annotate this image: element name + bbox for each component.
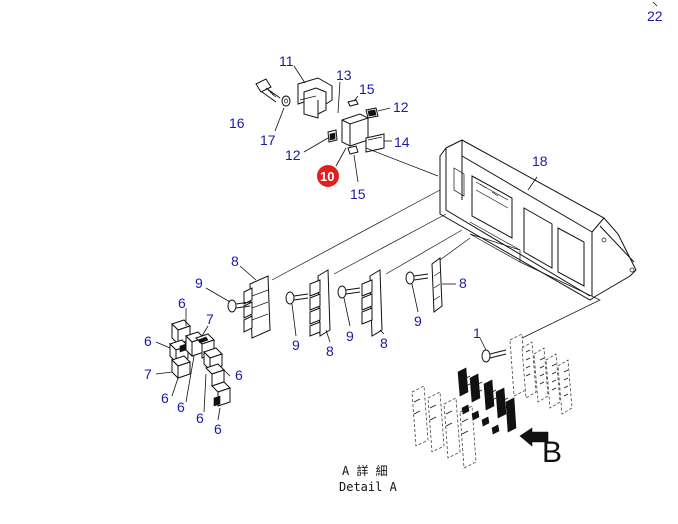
callout-8c: 8 xyxy=(380,335,388,351)
callout-8d: 8 xyxy=(459,275,467,291)
caption-japanese: A 詳 細 xyxy=(342,463,388,478)
bracket-11 xyxy=(297,77,333,119)
callout-9a: 9 xyxy=(195,275,203,291)
pad-15-top xyxy=(347,99,359,107)
callout-12b: 12 xyxy=(285,147,301,163)
terminal-strip-8-3 xyxy=(361,269,383,337)
callout-1: 1 xyxy=(473,325,481,341)
callout-15a: 15 xyxy=(359,81,375,97)
callout-8b: 8 xyxy=(326,343,334,359)
panel-18 xyxy=(439,139,637,301)
svg-text:10: 10 xyxy=(320,169,334,184)
callout-18: 18 xyxy=(532,153,548,169)
pad-12-right xyxy=(365,107,379,119)
callout-14: 14 xyxy=(394,134,410,150)
caption-detail-a: Detail A xyxy=(339,480,398,494)
pad-12-left xyxy=(327,129,338,143)
view-label-b: B xyxy=(542,436,562,469)
callout-6e: 6 xyxy=(177,399,185,415)
relay-10 xyxy=(341,113,369,147)
terminal-strip-8-4 xyxy=(431,257,443,313)
callout-9c: 9 xyxy=(346,328,354,344)
callout-7a: 7 xyxy=(206,311,214,327)
highlight-callout-10: 10 xyxy=(317,165,339,187)
callout-6a: 6 xyxy=(178,295,186,311)
callout-6d: 6 xyxy=(161,390,169,406)
callout-13: 13 xyxy=(336,67,352,83)
view-arrow-b xyxy=(519,427,549,447)
callout-17: 17 xyxy=(260,132,276,148)
callout-6b: 6 xyxy=(144,333,152,349)
bolt-9-2 xyxy=(285,291,309,305)
callout-6f: 6 xyxy=(196,410,204,426)
relay-cluster xyxy=(169,319,231,407)
fuse-block-b xyxy=(411,333,573,469)
callout-7b: 7 xyxy=(144,366,152,382)
screw-1 xyxy=(481,349,507,363)
washer-17 xyxy=(281,95,291,107)
callout-11: 11 xyxy=(279,53,294,69)
terminal-strip-8-2 xyxy=(309,269,331,337)
pad-14 xyxy=(365,133,385,153)
callout-6c: 6 xyxy=(235,367,243,383)
callout-9b: 9 xyxy=(292,337,300,353)
callout-9d: 9 xyxy=(414,313,422,329)
pad-15-bottom xyxy=(347,145,359,155)
callout-8a: 8 xyxy=(231,253,239,269)
bolt-9-4 xyxy=(405,271,429,285)
callout-15b: 15 xyxy=(350,186,366,202)
callout-6g: 6 xyxy=(214,421,222,437)
leader-22 xyxy=(652,1,658,7)
bolt-9-3 xyxy=(337,285,361,299)
callout-16: 16 xyxy=(229,115,245,131)
bolt-9-1 xyxy=(227,299,251,313)
bolt-16 xyxy=(255,78,281,103)
callout-12a: 12 xyxy=(393,99,409,115)
terminal-strip-8-1 xyxy=(243,275,271,339)
callout-22: 22 xyxy=(647,8,663,24)
